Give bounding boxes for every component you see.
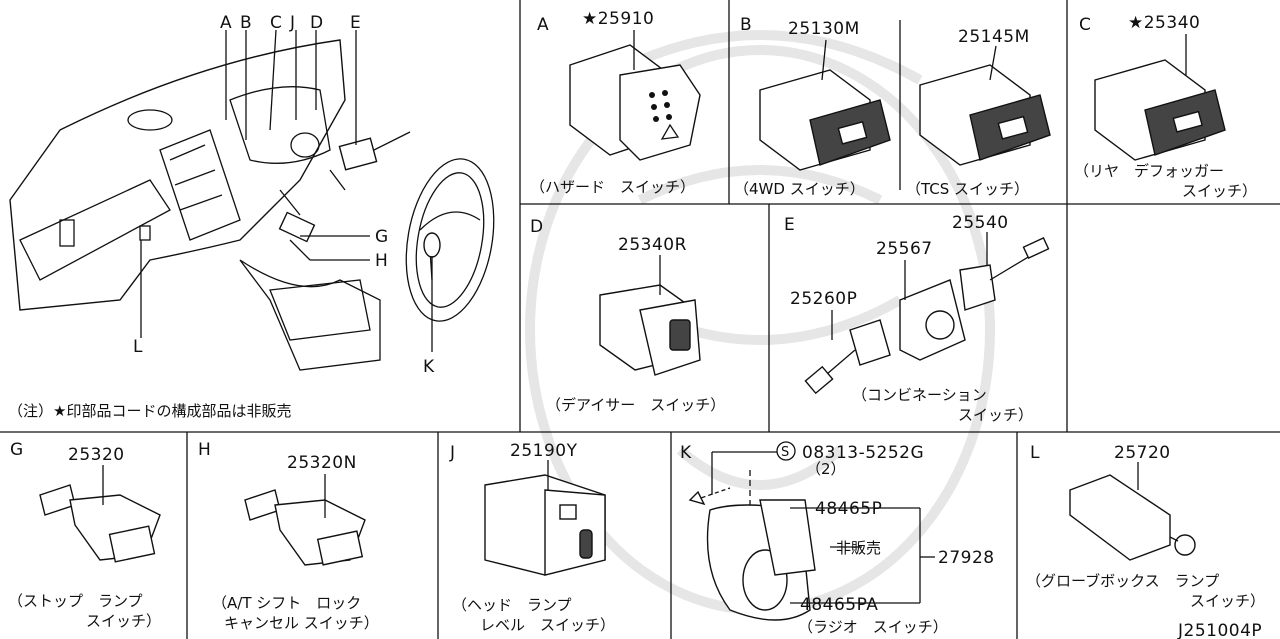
- panel-d-caption: （デアイサー スイッチ）: [546, 396, 725, 414]
- panel-c-part-number: ★25340: [1128, 13, 1200, 33]
- panel-k-not-for-sale: 非販売: [836, 539, 881, 557]
- panel-b-part-number-1: 25130M: [788, 19, 860, 39]
- not-for-sale-note: （注）★印部品コードの構成部品は非販売: [8, 402, 291, 420]
- panel-a-part-number: ★25910: [582, 9, 654, 29]
- callout-k: K: [423, 357, 435, 377]
- panel-h-caption-line1: （A/T シフト ロック: [212, 594, 361, 612]
- panel-e-letter: E: [784, 215, 795, 235]
- panel-g-caption-line2: スイッチ）: [86, 612, 161, 630]
- panel-h-part-number: 25320N: [287, 453, 357, 473]
- panel-b-letter: B: [740, 15, 752, 35]
- panel-l-caption-line1: （グローブボックス ランプ: [1026, 572, 1219, 590]
- part-drawing-4wd-switch: [759, 69, 891, 171]
- screw-symbol: S: [781, 445, 789, 460]
- panel-e-caption-line1: （コンビネーション: [852, 386, 987, 404]
- dashboard-overview-drawing: [9, 39, 495, 371]
- panel-d-part-number: 25340R: [618, 235, 687, 255]
- panel-l-caption-line2: スイッチ）: [1190, 592, 1265, 610]
- panel-k-letter: K: [680, 443, 692, 463]
- panel-k-caption: （ラジオ スイッチ）: [798, 618, 948, 636]
- part-drawing-radio-switch: [688, 470, 816, 621]
- panel-k-part-number-1: 48465P: [815, 499, 882, 519]
- panel-k-part-number-2: 48465PA: [800, 595, 878, 615]
- panel-k-assembly-number: 27928: [938, 548, 995, 568]
- panel-c-caption-line1: （リヤ デフォッガー: [1074, 162, 1224, 180]
- panel-e-caption-line2: スイッチ）: [958, 406, 1033, 424]
- callout-e: E: [350, 13, 361, 33]
- panel-g-part-number: 25320: [68, 445, 125, 465]
- callout-l: L: [133, 337, 143, 357]
- panel-j-part-number: 25190Y: [510, 441, 578, 461]
- panel-l-part-number: 25720: [1114, 443, 1171, 463]
- overview-leader-lines: [140, 29, 433, 352]
- part-drawing-rear-defogger-switch: [1094, 59, 1226, 161]
- part-drawing-deicer-switch: [599, 284, 701, 376]
- part-drawing-combination-switch: [804, 236, 1050, 395]
- part-drawing-headlamp-level-switch: [484, 474, 606, 576]
- callout-j: J: [289, 13, 295, 33]
- panel-b-caption-1: （4WD スイッチ）: [734, 180, 865, 198]
- panel-g-caption-line1: （ストップ ランプ: [8, 592, 143, 610]
- panel-a-letter: A: [537, 15, 549, 35]
- callout-h: H: [375, 251, 388, 271]
- part-drawing-hazard-switch: [569, 44, 701, 161]
- panel-k-screw-quantity: （2）: [806, 460, 846, 478]
- panel-c-caption-line2: スイッチ）: [1182, 182, 1257, 200]
- panel-j-caption-line2: レベル スイッチ）: [480, 616, 615, 634]
- panel-d-letter: D: [530, 217, 543, 237]
- panel-a-caption: （ハザード スイッチ）: [530, 178, 695, 196]
- panel-k-screw-part-number: 08313-5252G: [802, 443, 924, 463]
- panel-j-letter: J: [449, 443, 455, 463]
- panel-leader-lines: [102, 30, 1187, 604]
- panel-e-part-number-3: 25260P: [790, 289, 857, 309]
- callout-c: C: [270, 13, 282, 33]
- part-drawing-tcs-switch: [919, 64, 1051, 166]
- diagram-code: J251004P: [1177, 621, 1262, 639]
- panel-j-caption-line1: （ヘッド ランプ: [452, 596, 572, 614]
- panel-b-caption-2: （TCS スイッチ）: [906, 180, 1029, 198]
- panel-l-letter: L: [1030, 443, 1040, 463]
- panel-e-part-number-2: 25567: [876, 239, 933, 259]
- callout-g: G: [375, 227, 388, 247]
- part-drawing-glovebox-lamp-switch: [1069, 474, 1196, 561]
- callout-b: B: [240, 13, 252, 33]
- panel-e-part-number-1: 25540: [952, 213, 1009, 233]
- callout-d: D: [310, 13, 323, 33]
- panel-c-letter: C: [1079, 15, 1091, 35]
- screw-symbol-circle: [776, 441, 796, 461]
- panel-b-part-number-2: 25145M: [958, 27, 1030, 47]
- part-drawing-stop-lamp-switch: [39, 484, 161, 563]
- callout-a: A: [220, 13, 232, 33]
- panel-h-caption-line2: キャンセル スイッチ）: [224, 614, 379, 632]
- part-drawing-shift-lock-cancel-switch: [244, 489, 366, 566]
- panel-g-letter: G: [10, 440, 23, 460]
- panel-h-letter: H: [198, 440, 211, 460]
